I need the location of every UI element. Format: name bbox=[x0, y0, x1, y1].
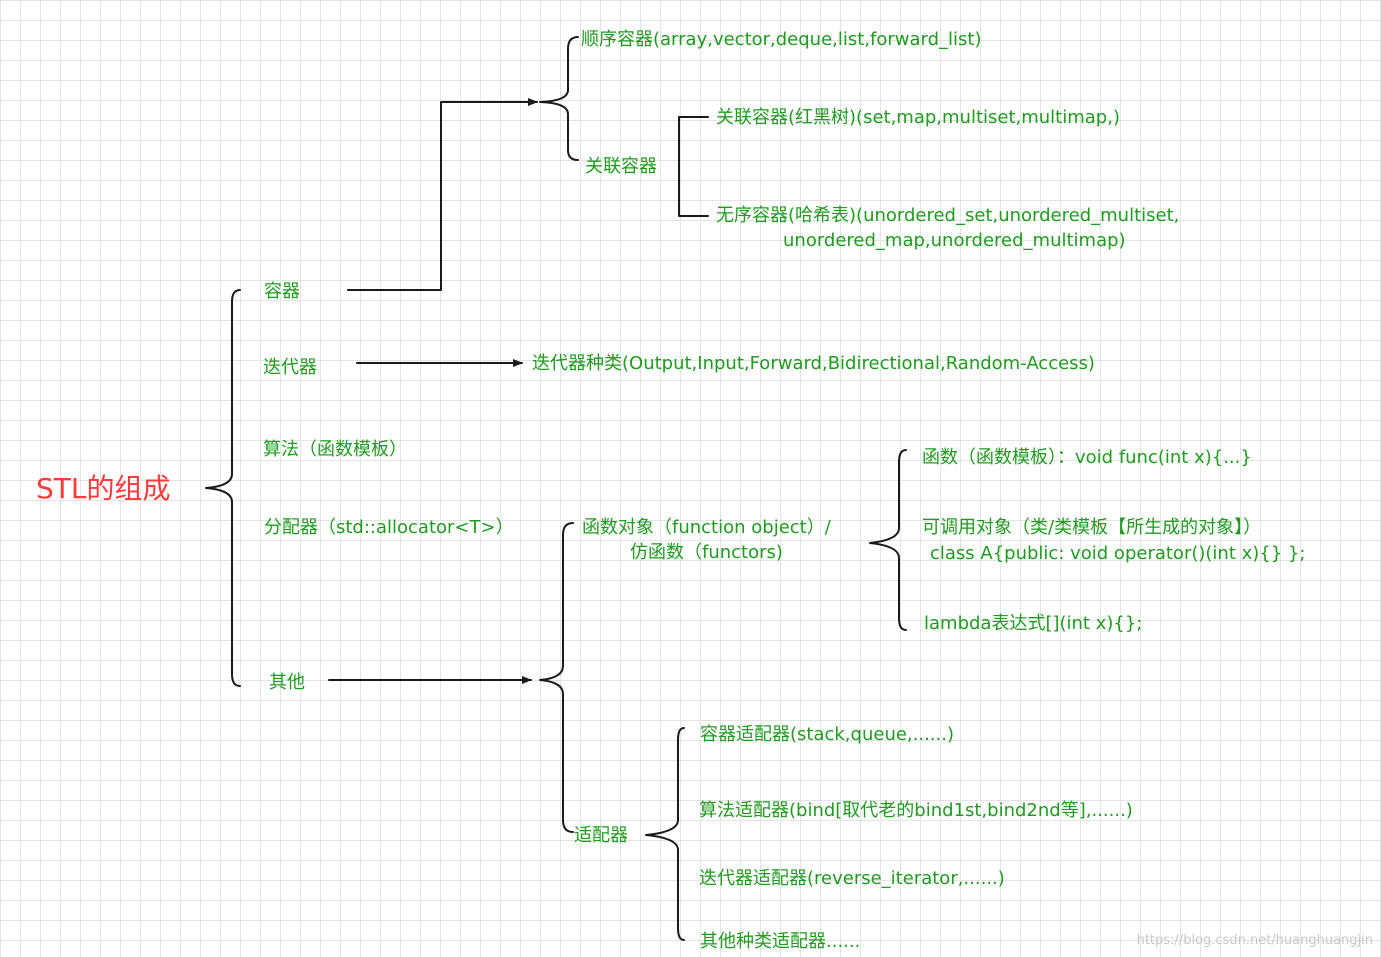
node-adapters: 适配器 bbox=[574, 825, 628, 846]
others-brace bbox=[539, 522, 574, 833]
node-callable-object-line1: 可调用对象（类/类模板【所生成的对象】） bbox=[922, 517, 1262, 538]
node-function-template: 函数（函数模板）：void func(int x){...} bbox=[922, 447, 1252, 468]
node-iterator-adapters: 迭代器适配器(reverse_iterator,......) bbox=[699, 868, 1005, 889]
containers-brace bbox=[539, 36, 579, 161]
node-associative-containers: 关联容器 bbox=[585, 156, 657, 177]
associative-bracket bbox=[678, 116, 709, 217]
adapters-brace bbox=[645, 727, 685, 941]
node-function-object-line1: 函数对象（function object）/ bbox=[582, 517, 831, 538]
node-allocator: 分配器（std::allocator<T>） bbox=[264, 517, 514, 538]
node-unordered-containers-line2: unordered_map,unordered_multimap) bbox=[783, 230, 1126, 251]
root-node-label: STL的组成 bbox=[36, 472, 171, 505]
node-function-object-line2: 仿函数（functors) bbox=[630, 542, 783, 563]
containers-arrow bbox=[347, 98, 538, 291]
node-iterator-kinds: 迭代器种类(Output,Input,Forward,Bidirectional… bbox=[532, 353, 1095, 374]
node-other-adapters: 其他种类适配器...... bbox=[700, 931, 861, 952]
node-algorithm-adapters: 算法适配器(bind[取代老的bind1st,bind2nd等],......) bbox=[699, 800, 1133, 821]
node-callable-object-line2: class A{public: void operator()(int x){}… bbox=[930, 543, 1306, 564]
watermark-text: https://blog.csdn.net/huanghuangjin bbox=[1136, 933, 1373, 948]
node-unordered-containers-line1: 无序容器(哈希表)(unordered_set,unordered_multis… bbox=[716, 205, 1180, 226]
node-containers: 容器 bbox=[264, 281, 300, 302]
node-iterators: 迭代器 bbox=[263, 357, 317, 378]
node-associative-red-black: 关联容器(红黑树)(set,map,multiset,multimap,) bbox=[716, 107, 1120, 128]
root-brace bbox=[205, 289, 241, 687]
node-others: 其他 bbox=[269, 672, 305, 693]
function-object-brace bbox=[869, 449, 907, 631]
node-lambda: lambda表达式[](int x){}; bbox=[924, 613, 1143, 634]
node-algorithms: 算法（函数模板） bbox=[263, 439, 407, 460]
node-container-adapters: 容器适配器(stack,queue,......) bbox=[700, 724, 954, 745]
node-sequence-containers: 顺序容器(array,vector,deque,list,forward_lis… bbox=[581, 29, 982, 50]
